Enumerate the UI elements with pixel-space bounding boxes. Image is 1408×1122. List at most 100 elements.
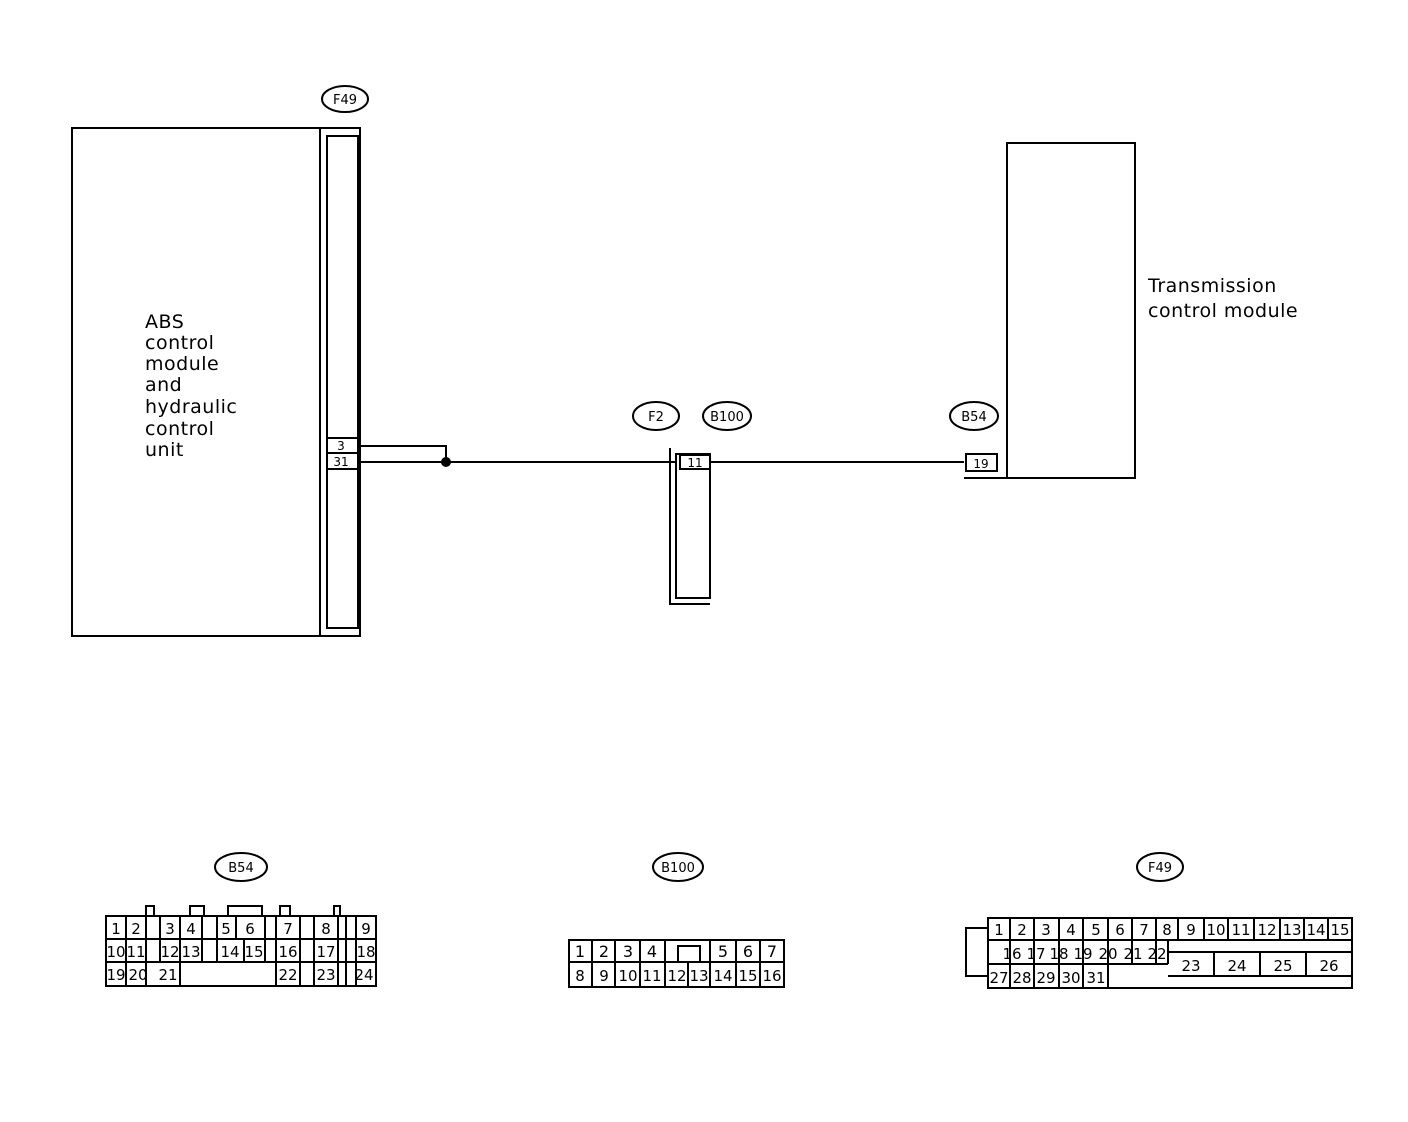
b54-face-pin: 3 [165, 920, 175, 938]
b54-face-pin: 11 [126, 943, 145, 961]
f2-tag: F2 [648, 410, 664, 425]
b100-face-pin: 15 [738, 967, 757, 985]
f49-face-pin: 3 [1041, 921, 1051, 939]
f49-face-pin: 24 [1227, 957, 1246, 975]
b54-face-tag: B54 [228, 861, 253, 876]
b100-face-pin: 12 [667, 967, 686, 985]
b54-face-pin: 23 [316, 966, 335, 984]
f49-connector-shell [319, 127, 361, 637]
f49-face-pin: 17 [1026, 945, 1045, 963]
b54-face-pin: 4 [186, 920, 196, 938]
f2-tag-oval [632, 401, 680, 431]
f49-face-pin: 2 [1017, 921, 1027, 939]
b54-pin-19-cell [965, 453, 998, 472]
f49-face-pin: 8 [1162, 921, 1172, 939]
abs-label-line-7: unit [145, 439, 184, 461]
splice-point [441, 457, 451, 467]
abs-module-label: ABS control module and hydraulic control… [145, 311, 237, 461]
f49-face-pin: 1 [994, 921, 1004, 939]
f49-face-pin: 31 [1086, 969, 1105, 987]
b54-connector-face [105, 905, 377, 987]
tcm-label-line-2: control module [1148, 300, 1298, 322]
b100-face-pin: 3 [623, 942, 633, 961]
b100-face-pin: 1 [575, 942, 585, 961]
f49-face-pin: 16 [1002, 945, 1021, 963]
tcm-label: Transmission control module [1147, 275, 1298, 322]
f49-face-pin: 11 [1231, 921, 1250, 939]
b54-pin-19: 19 [973, 457, 988, 471]
b54-face-pin: 22 [278, 966, 297, 984]
b100-connector-shell [669, 448, 710, 605]
f49-face-pin: 30 [1061, 969, 1080, 987]
b54-face-pin: 10 [106, 943, 125, 961]
f49-face-pin: 21 [1123, 945, 1142, 963]
tcm-box [1006, 142, 1136, 479]
b54-face-pin: 8 [321, 920, 331, 938]
abs-label-line-6: control [145, 418, 214, 440]
f49-face-pin: 23 [1181, 957, 1200, 975]
b100-face-pin: 9 [599, 967, 609, 985]
b54-face-pin: 24 [354, 966, 373, 984]
f49-face-pin: 10 [1206, 921, 1225, 939]
b100-face-pin: 6 [743, 942, 753, 961]
b54-face-pins: 1 2 3 4 5 6 7 8 9 10 11 12 13 14 15 16 1… [106, 920, 375, 984]
b100-face-pin: 14 [713, 967, 732, 985]
abs-label-line-2: control [145, 332, 214, 354]
b54-face-pin: 2 [131, 920, 141, 938]
b54-face-pin: 19 [106, 966, 125, 984]
f49-pin-3: 3 [337, 439, 345, 453]
b100-face-pin: 16 [762, 967, 781, 985]
b100-pin-11-cell [679, 454, 711, 470]
f49-face-pin: 6 [1115, 921, 1125, 939]
f49-connector-face [965, 917, 1353, 989]
b54-tag: B54 [961, 410, 986, 425]
abs-label-line-5: hydraulic [145, 396, 237, 418]
f49-face-pins: 1 2 3 4 5 6 7 8 9 10 11 12 13 14 15 16 1… [989, 921, 1349, 987]
tcm-label-line-1: Transmission [1147, 275, 1277, 297]
f49-tag: F49 [333, 93, 357, 108]
b54-face-pin: 20 [128, 966, 147, 984]
b54-face-pin: 16 [278, 943, 297, 961]
f49-face-tag: F49 [1148, 861, 1172, 876]
b100-face-pin: 5 [718, 942, 728, 961]
b100-face-pin: 11 [642, 967, 661, 985]
b54-face-pin: 9 [361, 920, 371, 938]
b54-face-pin: 21 [158, 966, 177, 984]
b54-face-pin: 14 [220, 943, 239, 961]
f49-connector-inner [326, 135, 359, 629]
abs-control-module-box [71, 127, 321, 637]
f49-face-pin: 14 [1306, 921, 1325, 939]
f49-face-pin: 4 [1066, 921, 1076, 939]
b100-face-pin: 8 [575, 967, 585, 985]
abs-label-line-3: module [145, 353, 219, 375]
b100-face-pin: 13 [689, 967, 708, 985]
b54-face-pin: 18 [356, 943, 375, 961]
b54-face-pin: 1 [111, 920, 121, 938]
b100-connector-inner [675, 453, 711, 599]
b100-tag: B100 [710, 410, 744, 425]
b54-face-pin: 7 [283, 920, 293, 938]
f49-face-pin: 20 [1098, 945, 1117, 963]
b100-face-pin: 4 [647, 942, 657, 961]
b100-face-pins: 1 2 3 4 5 6 7 [575, 942, 777, 961]
b100-face-tag-oval [652, 852, 704, 882]
b54-face-pin: 12 [160, 943, 179, 961]
f49-face-pin: 7 [1139, 921, 1149, 939]
f49-face-pin: 18 [1049, 945, 1068, 963]
f49-face-pin: 26 [1319, 957, 1338, 975]
b54-face-pin: 6 [245, 920, 255, 938]
f49-face-pin: 28 [1012, 969, 1031, 987]
f49-face-pin: 5 [1091, 921, 1101, 939]
wire-f49-pin-3 [358, 445, 447, 462]
f49-face-pin: 12 [1257, 921, 1276, 939]
f49-tag-oval [321, 85, 369, 113]
f49-pin-31: 31 [333, 455, 348, 469]
f49-face-pin: 15 [1330, 921, 1349, 939]
b100-face-pin: 10 [618, 967, 637, 985]
b100-face-tag: B100 [661, 861, 695, 876]
f49-face-pin: 25 [1273, 957, 1292, 975]
f49-face-pin: 9 [1186, 921, 1196, 939]
b100-face-pin: 2 [599, 942, 609, 961]
b54-face-pin: 17 [316, 943, 335, 961]
